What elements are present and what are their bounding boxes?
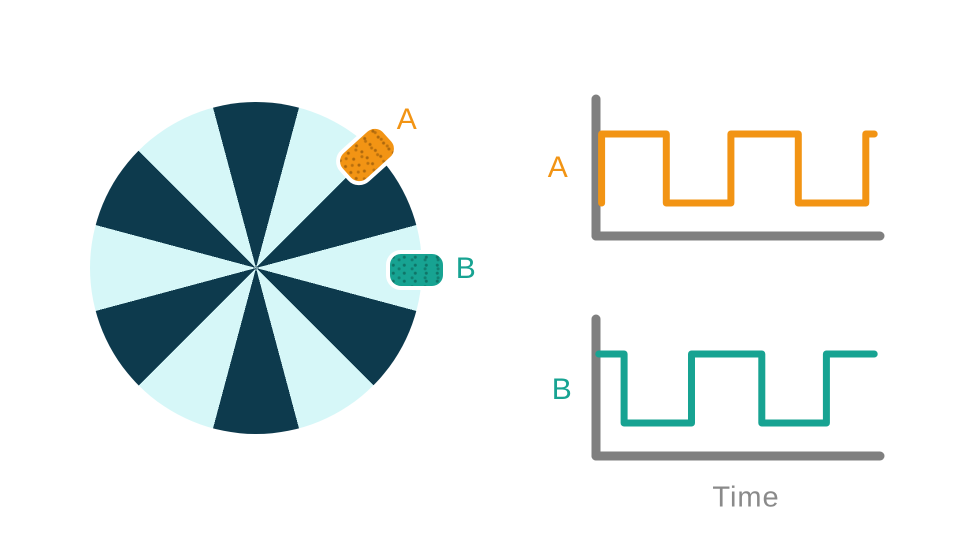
sensor-b: [386, 250, 447, 290]
plot-b-label: B: [551, 373, 573, 406]
plot-a-label: A: [547, 151, 569, 184]
sensor-a-label: A: [396, 103, 418, 136]
plot-channel-b: [591, 314, 885, 461]
waveform: [598, 130, 878, 207]
sensor-b-label: B: [455, 252, 477, 285]
time-axis-label: Time: [712, 481, 780, 514]
plot-channel-a: [591, 94, 885, 241]
waveform: [595, 350, 878, 427]
